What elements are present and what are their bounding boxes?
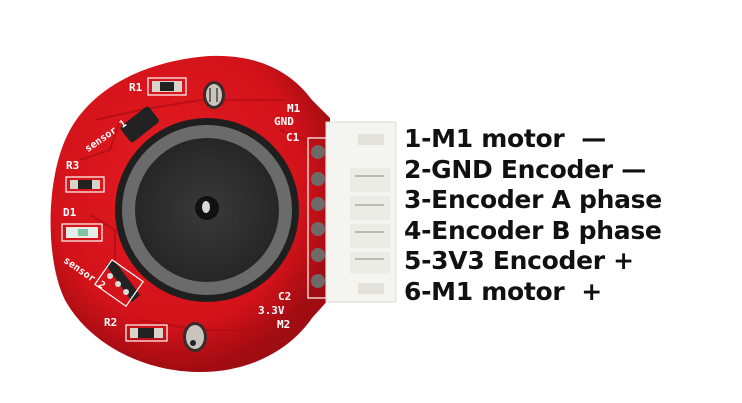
pin-label-1: 1-M1 motor — [404,124,606,153]
silk-r3: R3 [66,159,80,172]
pin-label-list: 1-M1 motor — 2-GND Encoder — 3-Encoder A… [404,124,662,307]
pin-label-3: 3-Encoder A phase [404,185,662,214]
silk-gnd: GND [274,115,294,128]
motor-body [115,118,299,302]
pin-label-4: 4-Encoder B phase [404,215,662,245]
hall-sensor-1 [120,106,159,143]
mounting-screw-top [203,81,225,109]
led-d1 [61,223,103,242]
hall-sensor-2 [93,258,145,308]
silk-m2: M2 [277,318,291,331]
resistor-r1 [147,77,187,96]
silk-d1: D1 [63,206,77,219]
resistor-r2 [125,324,168,342]
six-pin-connector [325,121,397,303]
silk-r2: R2 [104,316,118,329]
mounting-screw-bottom [183,322,207,352]
pin-label-5: 5-3V3 Encoder + [404,246,634,275]
silk-3v3: 3.3V [258,304,285,317]
silk-m1: M1 [287,102,301,115]
pin-label-2: 2-GND Encoder — [404,154,646,184]
pin-label-6: 6-M1 motor + [404,276,602,306]
silk-c1: C1 [286,131,300,144]
header-pads [307,137,327,299]
silk-r1: R1 [129,81,143,94]
resistor-r3 [65,176,105,193]
silk-c2: C2 [278,290,292,303]
